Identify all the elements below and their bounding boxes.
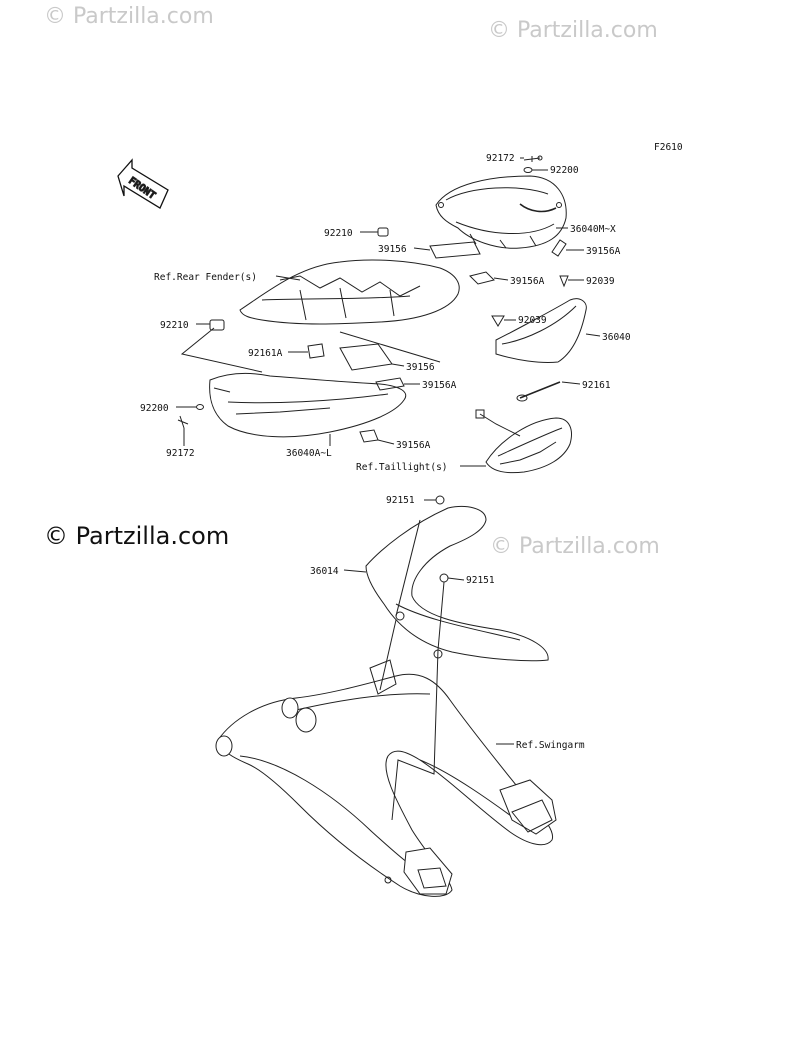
sticker-39156-top-icon (429, 241, 481, 259)
leader-line-center (339, 331, 441, 363)
nut-92151-mid-icon (439, 573, 449, 583)
tail-cover-36040-edge (501, 305, 577, 345)
nut-92151-top-icon (435, 495, 445, 505)
front-arrow-icon: FRONT (117, 158, 169, 209)
ref-taillight-label[interactable]: Ref.Taillight(s) (356, 462, 448, 473)
part-39156A-bot-label[interactable]: 39156A (396, 440, 431, 451)
figure-code-label: F2610 (654, 142, 683, 153)
watermark-middle-right: © Partzilla.com (490, 534, 660, 559)
part-39156-mid-label[interactable]: 39156 (406, 362, 435, 373)
part-36040-label[interactable]: 36040 (602, 332, 631, 343)
leader-36014 (343, 569, 367, 573)
damper-92210-top-icon (377, 227, 389, 237)
leader-39156A-r2 (493, 277, 509, 281)
ref-swingarm-label[interactable]: Ref.Swingarm (516, 740, 585, 751)
part-92210-top-label[interactable]: 92210 (324, 228, 353, 239)
side-cover-36040A-L-part (209, 372, 407, 438)
washer-92200-top-icon (523, 167, 533, 173)
chain-guard-36014-part (365, 506, 549, 662)
clip-92039-right-icon (559, 275, 569, 288)
leader-39156-mid (391, 363, 405, 367)
clip-92039-mid-icon (491, 315, 505, 327)
leader-line-92151-top (395, 519, 421, 617)
part-39156A-r2-label[interactable]: 39156A (510, 276, 545, 287)
leader-92161 (561, 381, 581, 385)
sticker-39156A-mid-icon (375, 377, 405, 391)
leader-92151-mid (447, 577, 465, 581)
part-39156A-r1-label[interactable]: 39156A (586, 246, 621, 257)
part-92161-label[interactable]: 92161 (582, 380, 611, 391)
watermark-middle-left: © Partzilla.com (44, 522, 230, 550)
leader-line-92151-mid (391, 581, 445, 821)
sticker-39156A-r1-icon (551, 239, 567, 257)
damper-92210-left-icon (209, 319, 225, 331)
swingarm-reference-part (215, 659, 557, 897)
damper-92161A-icon (307, 343, 325, 359)
part-39156A-mid-label[interactable]: 39156A (422, 380, 457, 391)
part-92161A-label[interactable]: 92161A (248, 348, 283, 359)
sticker-39156-mid-icon (339, 343, 393, 371)
part-92172-left-label[interactable]: 92172 (166, 448, 195, 459)
part-36040A-L-label[interactable]: 36040A~L (286, 448, 332, 459)
part-36040MX-label[interactable]: 36040M~X (570, 224, 616, 235)
part-92200-left-label[interactable]: 92200 (140, 403, 169, 414)
leader-line-left (180, 327, 263, 373)
bolt-92172-top-icon (523, 155, 543, 162)
part-92210-left-label[interactable]: 92210 (160, 320, 189, 331)
part-92200-top-label[interactable]: 92200 (550, 165, 579, 176)
leader-36040 (585, 333, 601, 337)
sticker-39156A-bot-icon (359, 429, 379, 443)
taillight-reference-part (475, 409, 572, 474)
watermark-top-left: © Partzilla.com (44, 4, 214, 29)
watermark-top-right: © Partzilla.com (488, 18, 658, 43)
leader-39156-top (413, 247, 431, 251)
washer-92200-left-icon (196, 404, 204, 410)
part-92151-top-label[interactable]: 92151 (386, 495, 415, 506)
bracket-92161-icon (519, 381, 561, 399)
ref-rear-fender-label[interactable]: Ref.Rear Fender(s) (154, 272, 257, 283)
part-92039-right-label[interactable]: 92039 (586, 276, 615, 287)
upper-seat-cowl-part (435, 175, 567, 249)
leader-line-guard (379, 619, 397, 691)
part-92039-mid-label[interactable]: 92039 (518, 315, 547, 326)
leader-rear-fender (275, 275, 301, 281)
bolt-92172-left-icon (177, 415, 189, 429)
rear-fender-reference-part (239, 259, 460, 325)
part-92151-mid-label[interactable]: 92151 (466, 575, 495, 586)
leader-39156A-bot (377, 439, 395, 445)
part-92172-top-label[interactable]: 92172 (486, 153, 515, 164)
sticker-39156A-r2-icon (469, 271, 495, 285)
part-36014-label[interactable]: 36014 (310, 566, 339, 577)
part-39156-top-label[interactable]: 39156 (378, 244, 407, 255)
